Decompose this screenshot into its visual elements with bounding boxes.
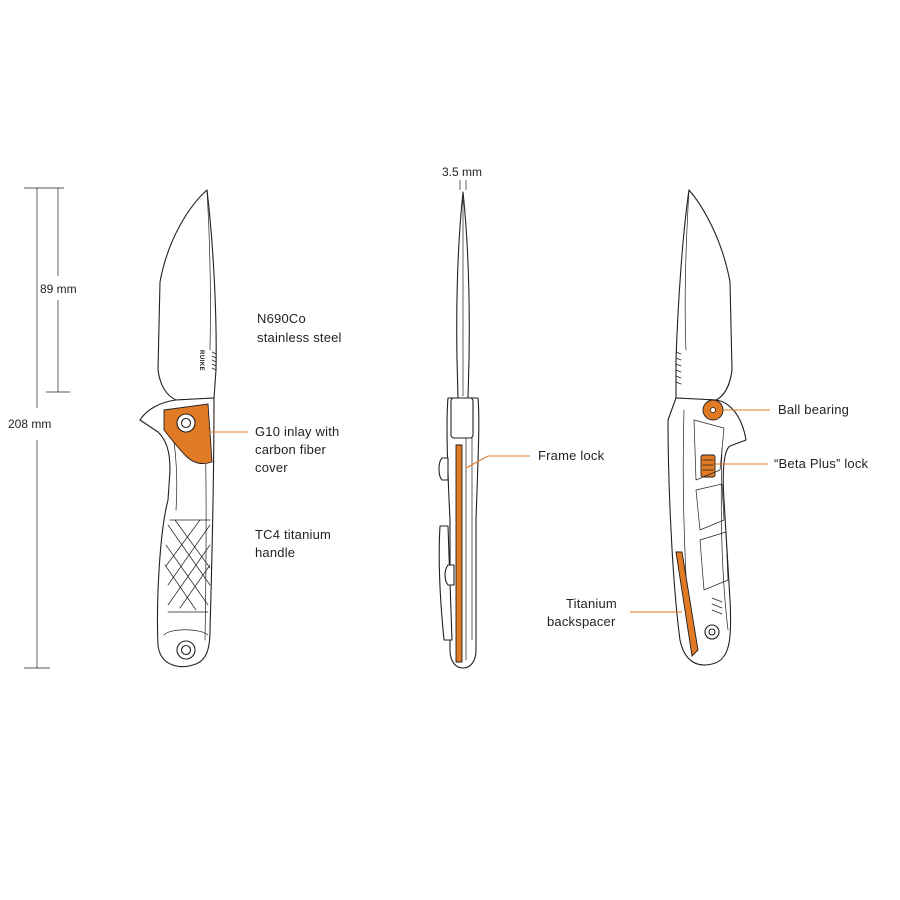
handle-grip-texture	[164, 519, 211, 613]
svg-text:Ball bearing: Ball bearing	[778, 402, 849, 417]
pocket-clip	[438, 525, 453, 641]
svg-text:handle: handle	[255, 545, 295, 560]
blade-thickness-label: 3.5 mm	[442, 165, 482, 179]
callout-backspacer: Titanium backspacer	[547, 596, 682, 629]
frame-lock-stripe	[455, 444, 463, 663]
svg-text:carbon fiber: carbon fiber	[255, 442, 327, 457]
front-blade	[157, 189, 217, 401]
blade-logo: RUIKE	[198, 350, 204, 371]
back-handle	[667, 397, 747, 666]
callout-inlay: G10 inlay with carbon fiber cover	[209, 424, 339, 475]
overall-length-dimension: 208 mm	[8, 187, 64, 669]
svg-text:stainless steel: stainless steel	[257, 330, 342, 345]
knife-front-view: RUIKE	[139, 189, 217, 668]
blade-length-label: 89 mm	[40, 282, 77, 296]
beta-plus-lock	[700, 454, 716, 478]
g10-inlay	[163, 403, 213, 465]
svg-text:N690Co: N690Co	[257, 311, 306, 326]
svg-text:backspacer: backspacer	[547, 614, 616, 629]
back-blade	[675, 189, 733, 401]
blade-length-dimension: 89 mm	[40, 188, 77, 393]
svg-text:G10 inlay with: G10 inlay with	[255, 424, 339, 439]
svg-text:“Beta Plus” lock: “Beta Plus” lock	[774, 456, 869, 471]
titanium-backspacer	[675, 551, 699, 657]
overall-length-label: 208 mm	[8, 417, 51, 431]
svg-text:Titanium: Titanium	[566, 596, 617, 611]
callout-frame-lock: Frame lock	[465, 448, 605, 469]
callout-beta-lock: “Beta Plus” lock	[715, 456, 869, 471]
knife-spine-view: 3.5 mm	[438, 165, 482, 669]
knife-back-view	[667, 189, 747, 666]
svg-text:cover: cover	[255, 460, 288, 475]
callout-ball-bearing: Ball bearing	[723, 402, 849, 417]
callout-blade-steel: N690Co stainless steel	[257, 311, 342, 345]
svg-text:TC4 titanium: TC4 titanium	[255, 527, 331, 542]
svg-text:Frame lock: Frame lock	[538, 448, 605, 463]
front-handle	[139, 397, 215, 668]
callout-handle: TC4 titanium handle	[255, 527, 331, 560]
